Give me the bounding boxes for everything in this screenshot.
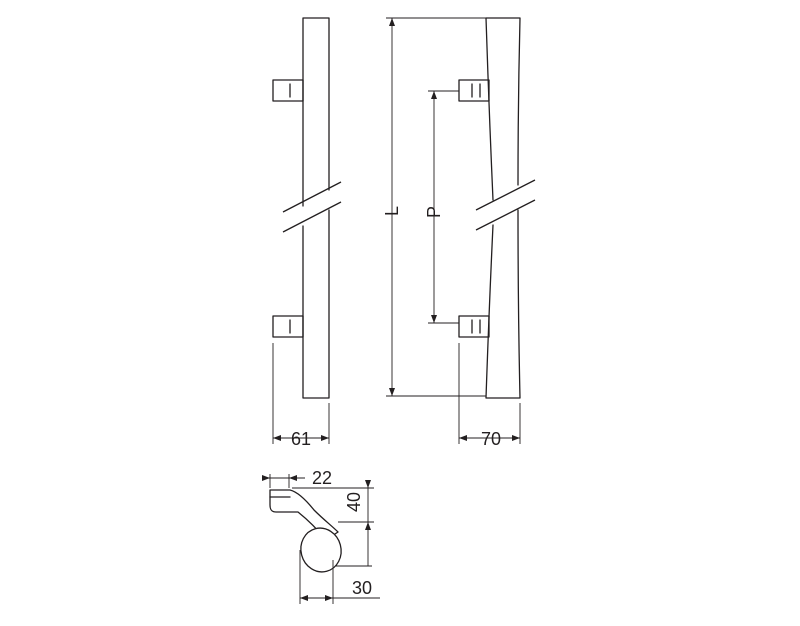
front-view: L P 70 xyxy=(382,17,536,449)
bar-upper xyxy=(485,17,521,201)
break-line-lower xyxy=(282,201,342,233)
dimension-40: 40 xyxy=(344,492,364,512)
grip-section xyxy=(300,527,342,573)
dimension-L: L xyxy=(382,206,402,216)
bar-upper xyxy=(302,17,330,207)
bar-lower xyxy=(485,209,521,399)
dimension-22: 22 xyxy=(312,468,332,488)
upper-post xyxy=(458,79,490,102)
break-line-lower xyxy=(475,199,536,231)
dimension-61: 61 xyxy=(291,429,311,449)
break-line-upper xyxy=(282,181,342,213)
section-view: 22 40 30 xyxy=(262,468,380,604)
side-view: 61 xyxy=(272,17,342,449)
bar-lower xyxy=(302,209,330,399)
lower-post xyxy=(458,315,490,338)
dimension-P: P xyxy=(424,206,444,218)
dimension-70: 70 xyxy=(481,429,501,449)
upper-post xyxy=(272,79,304,102)
break-line-upper xyxy=(475,179,536,211)
lower-post xyxy=(272,315,304,338)
dimension-30: 30 xyxy=(352,578,372,598)
